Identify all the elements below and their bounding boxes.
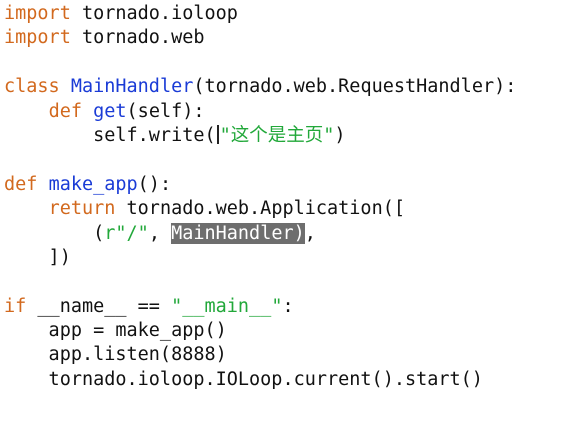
code-token: tornado.ioloop [70, 3, 238, 24]
code-token: get [93, 100, 127, 122]
code-token: ( [4, 222, 105, 244]
code-token: tornado.web [70, 27, 205, 49]
code-token: ]) [4, 246, 71, 268]
code-line[interactable] [4, 51, 577, 75]
code-line[interactable] [4, 148, 577, 172]
code-token: make_app [48, 173, 138, 195]
code-line[interactable]: app.listen(8888) [4, 343, 577, 367]
code-token: if [4, 295, 27, 317]
code-token: __name__ == [26, 295, 172, 317]
code-token: , [148, 222, 172, 244]
code-token: tornado.web.Application([ [115, 198, 405, 220]
code-line[interactable] [4, 270, 577, 294]
code-line[interactable]: import tornado.ioloop [4, 2, 577, 26]
code-token: app = make_app() [4, 320, 227, 342]
code-token: (): [137, 173, 172, 195]
code-line[interactable]: class MainHandler(tornado.web.RequestHan… [4, 75, 577, 99]
code-line[interactable]: (r"/", MainHandler), [4, 222, 577, 246]
code-token: r"/" [104, 222, 149, 244]
text-cursor [216, 124, 219, 144]
code-token: tornado.ioloop.IOLoop.current().start() [4, 368, 483, 390]
code-line[interactable]: if __name__ == "__main__": [4, 295, 577, 319]
code-token: import [4, 27, 71, 49]
code-line[interactable]: ]) [4, 246, 577, 270]
code-token [60, 76, 71, 97]
code-line[interactable]: app = make_app() [4, 319, 577, 343]
code-token: , [304, 222, 316, 244]
code-line[interactable]: import tornado.web [4, 26, 577, 50]
code-token [82, 101, 93, 122]
code-token [37, 174, 48, 195]
code-token: ) [334, 124, 346, 146]
code-token [4, 198, 49, 219]
code-token: : [282, 295, 294, 317]
code-line[interactable]: def get(self): [4, 100, 577, 124]
code-line[interactable]: return tornado.web.Application([ [4, 197, 577, 221]
code-line[interactable]: self.write("这个是主页") [4, 124, 577, 148]
selected-text: MainHandler) [171, 222, 305, 244]
code-token: def [4, 173, 38, 195]
code-token: app.listen(8888) [4, 344, 227, 366]
code-token: (self): [126, 100, 205, 122]
code-token: MainHandler [70, 76, 194, 98]
code-line[interactable]: def make_app(): [4, 173, 577, 197]
code-token: (tornado.web.RequestHandler): [193, 76, 517, 98]
code-token: return [48, 198, 116, 220]
code-token: import [4, 3, 71, 24]
code-token: "__main__" [171, 295, 283, 317]
code-token: def [48, 100, 82, 122]
code-token: self.write( [4, 124, 216, 146]
code-line[interactable]: tornado.ioloop.IOLoop.current().start() [4, 368, 577, 392]
code-token [4, 101, 49, 122]
code-token: class [4, 76, 60, 98]
code-token: "这个是主页" [219, 124, 335, 146]
